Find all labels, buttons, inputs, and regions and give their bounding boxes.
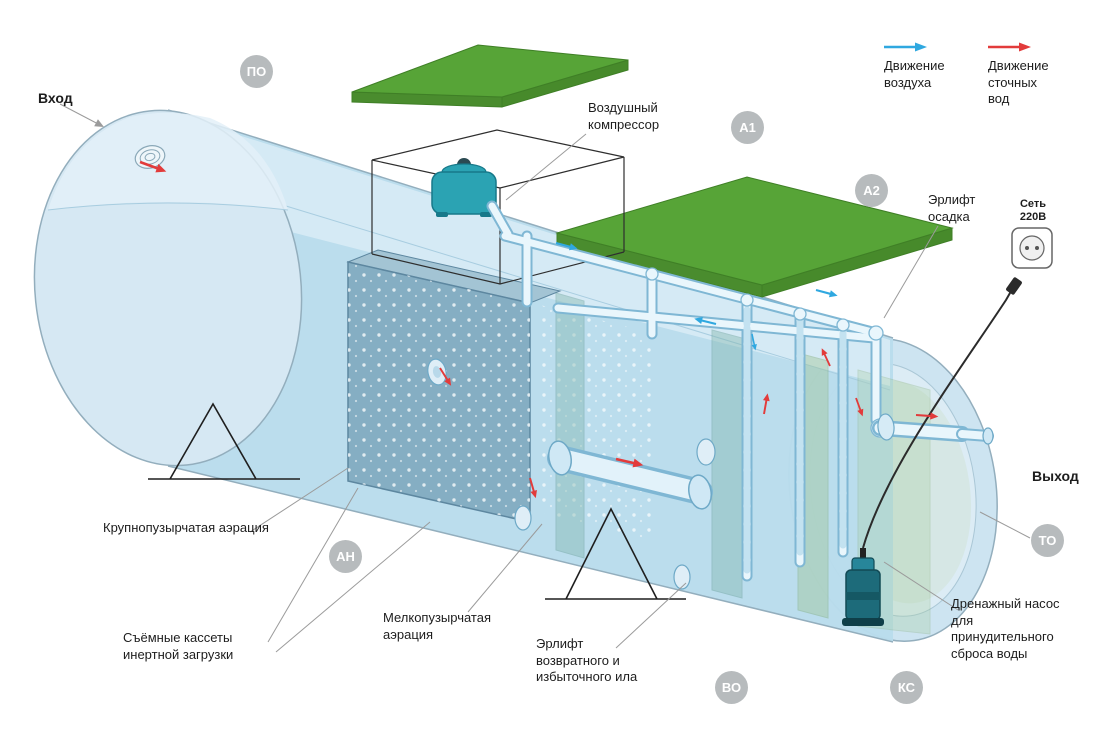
legend-water-arrow <box>988 42 1031 52</box>
badge-an: АН <box>329 540 362 573</box>
power-cable <box>862 277 1022 549</box>
badge-vo: ВО <box>715 671 748 704</box>
power-socket-label: Сеть 220В <box>1019 198 1047 224</box>
badge-to: ТО <box>1031 524 1064 557</box>
outlet-pipe <box>870 413 994 445</box>
power-socket <box>1011 227 1053 269</box>
removable-cassettes-label: Съёмные кассеты инертной загрузки <box>123 630 234 662</box>
legend-air-label: Движение воздуха <box>884 58 945 90</box>
tank-stands <box>148 402 686 600</box>
coarse-aeration-label: Крупнопузырчатая аэрация <box>103 520 269 535</box>
air-compressor <box>431 158 497 217</box>
tank-left-cap <box>33 109 303 467</box>
badge-a2: А2 <box>855 174 888 207</box>
drainage-pump-label: Дренажный насос для принудительного сбро… <box>951 596 1060 661</box>
lid-left <box>351 44 629 108</box>
sludge-airlift-label: Эрлифт осадка <box>928 192 976 224</box>
pipe-tees <box>645 267 884 341</box>
transfer-pipe <box>427 358 716 590</box>
badge-po: ПО <box>240 55 273 88</box>
drainage-pump <box>842 548 884 626</box>
return-sludge-airlift-label: Эрлифт возвратного и избыточного ила <box>536 636 638 685</box>
legend-water-label: Движение сточных вод <box>988 58 1049 107</box>
leader-lines <box>59 103 1031 653</box>
fine-aeration-label: Мелкопузырчатая аэрация <box>383 610 492 642</box>
badge-ks: КС <box>890 671 923 704</box>
badge-a1: А1 <box>731 111 764 144</box>
inert-load-cassette <box>346 249 562 523</box>
legend-arrows <box>884 42 1031 52</box>
lid-right <box>555 176 954 298</box>
inlet-label: Вход <box>38 90 73 106</box>
outlet-label: Выход <box>1032 468 1079 484</box>
legend-air-arrow <box>884 42 927 52</box>
air-compressor-label: Воздушный компрессор <box>588 100 660 132</box>
